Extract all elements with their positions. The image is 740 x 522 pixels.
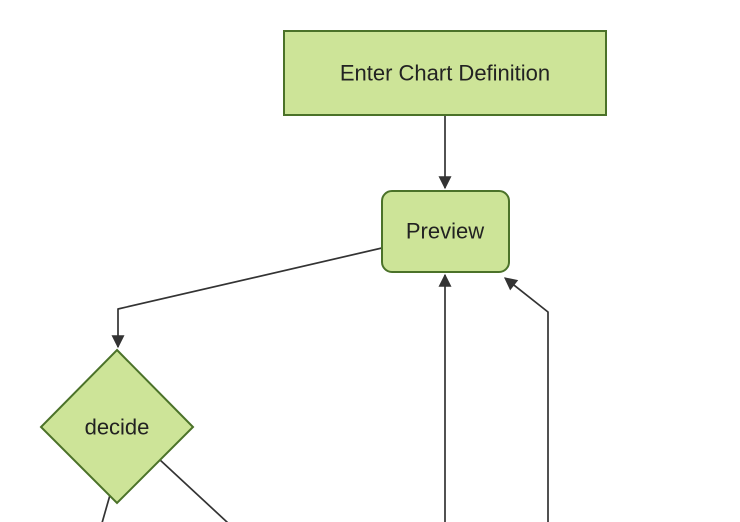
edge-bottom-right-to-preview <box>503 277 549 522</box>
edge-decide-to-bottom-right <box>158 458 229 522</box>
node-enter-chart-definition <box>283 30 607 116</box>
edge-preview-to-decide <box>111 247 383 349</box>
node-label-decide: decide <box>85 415 150 440</box>
node-decide <box>39 348 195 505</box>
node-label-preview: Preview <box>406 219 484 244</box>
node-preview <box>381 190 510 273</box>
node-label-enter-chart-definition: Enter Chart Definition <box>340 61 550 86</box>
edge-decide-to-bottom-left <box>101 494 111 522</box>
